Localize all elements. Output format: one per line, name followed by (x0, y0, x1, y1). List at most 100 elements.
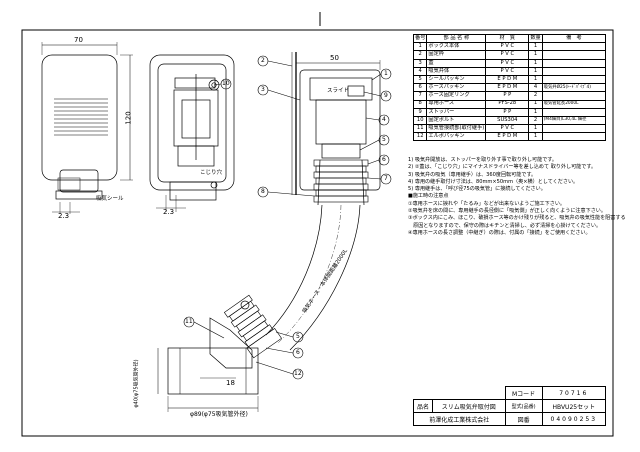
part-qty: 1 (528, 99, 543, 109)
dim-elbow-h: 18 (226, 379, 235, 387)
company: 前澤化成工業株式会社 (413, 412, 506, 426)
part-material: P V C (485, 58, 530, 68)
dim-pipe-dia: φ89(φ75吸気管外径) (190, 411, 248, 418)
note-line: ①専用ホースに捩れや「たるみ」などが出来ないようご施工下さい。 (408, 200, 566, 207)
callout-9: 9 (384, 92, 388, 99)
part-name: 固定枠 (426, 50, 487, 60)
callout-5b: 5 (296, 333, 300, 340)
dim-height-left: 120 (124, 111, 133, 125)
slide-label: スライド (327, 88, 350, 94)
kogiri-label: こじり穴 (200, 170, 223, 176)
part-note (541, 66, 607, 76)
dim-depth-top: 50 (330, 54, 339, 62)
part-note (541, 58, 607, 68)
part-qty: 1 (528, 74, 543, 85)
part-material: P V C (485, 42, 530, 52)
callout-3: 3 (261, 86, 265, 93)
part-material: E P D M (485, 74, 530, 85)
part-no: 5 (412, 74, 428, 85)
part-note: (M4細目)L30,4L 細径 (541, 115, 607, 126)
note-line: 1) 吸気弁開放は、ストッパーを取り外す事で取り外し可能です。 (408, 157, 557, 163)
part-name: 専用ホース (426, 99, 487, 109)
part-material: P V C (485, 50, 530, 60)
part-qty: 1 (528, 66, 543, 76)
part-no: 6 (412, 83, 428, 93)
part-note (541, 132, 607, 142)
part-qty: 1 (528, 58, 543, 68)
part-name: ホースパッキン (426, 83, 487, 93)
callout-8: 8 (261, 188, 265, 195)
part-material: P V C (485, 66, 530, 76)
note-line: 2) ②蓋は、「こじり穴」にマイナスドライバー等を差し込めて 取り外し可能です。 (408, 164, 597, 171)
part-material: P V C (485, 124, 530, 134)
note-line: ④専用ホースの長さ調整（中継ぎ）の際は、付属の「接続」をご使用ください。 (408, 229, 591, 236)
notes-block: 1) 吸気弁開放は、ストッパーを取り外す事で取り外し可能です。2) ②蓋は、「こ… (408, 157, 626, 237)
callout-11: 11 (185, 318, 193, 325)
col-no: 番号 (412, 33, 428, 44)
part-name: 吸気弁体 (426, 66, 487, 76)
part-material: P P (485, 91, 530, 101)
title-block: Mコード 70716 品名 スリム吸気弁取付図 型式(品番) HBVU25セット… (413, 386, 607, 426)
part-name: ボックス本体 (426, 42, 487, 52)
part-note (541, 107, 607, 117)
part-note (541, 124, 607, 134)
part-qty: 1 (528, 42, 543, 52)
drawing-no-label: 図番 (504, 412, 543, 426)
part-name: 蓋 (426, 58, 487, 68)
part-note (541, 50, 607, 60)
part-name: 吸気管接続部(取付継手) (426, 124, 487, 134)
side-section (291, 52, 381, 206)
dim-width-top: 70 (74, 36, 83, 44)
part-note: 吸気弁Ø25(ﾄｰﾄﾞﾊﾟｲﾌﾟ4) (541, 83, 607, 93)
callout-1: 1 (384, 70, 388, 77)
part-note (541, 91, 607, 101)
col-note: 備 考 (541, 33, 607, 44)
part-material: P P (485, 107, 530, 117)
front-view (41, 42, 133, 214)
parts-table-header: 番号 部 品 名 称 材 質 数量 備 考 (412, 33, 607, 44)
product-name: スリム吸気弁取付図 (432, 399, 506, 413)
col-qty: 数量 (528, 33, 543, 44)
part-qty: 2 (528, 115, 543, 126)
part-no: 9 (412, 107, 428, 117)
callout-5: 5 (382, 136, 386, 143)
part-qty: 1 (528, 107, 543, 117)
elbow-connector (157, 294, 282, 412)
dim-offset-front: 2.3 (163, 208, 175, 216)
note-line: ③ボックス内にこみ、ほこり、破損ホース等のかけ残りが残ると、吸気弁の吸気性能を阻… (408, 215, 626, 222)
note-line: ■施工時の注意点 (408, 193, 449, 200)
callout-12: 12 (294, 370, 302, 377)
part-name: シールパッキン (426, 74, 487, 85)
part-material: E P D M (485, 132, 530, 142)
dim-pipe-h: φ40(φ75吸気管外径) (133, 359, 140, 408)
callout-7: 7 (384, 175, 388, 182)
col-name: 部 品 名 称 (426, 33, 487, 44)
middle-view (149, 54, 235, 212)
part-no: 12 (412, 132, 428, 142)
note-line: 原因となりますので、保守の際はキチンと清掃し、必ず清掃を心掛けてください。 (408, 222, 602, 229)
callout-6: 6 (382, 156, 386, 163)
note-line: 5) 専用継手は、「呼び径75の吸気管」に接続してください。 (408, 186, 546, 193)
part-no: 10 (412, 115, 428, 126)
part-name: エルボパッキン (426, 132, 487, 142)
part-qty: 1 (528, 50, 543, 60)
part-no: 3 (412, 58, 428, 68)
name-label: 品名 (413, 399, 433, 413)
part-name: 固定ボルト (426, 115, 487, 126)
part-note (541, 74, 607, 85)
part-note (541, 42, 607, 52)
part-qty: 1 (528, 132, 543, 142)
part-no: 4 (412, 66, 428, 76)
